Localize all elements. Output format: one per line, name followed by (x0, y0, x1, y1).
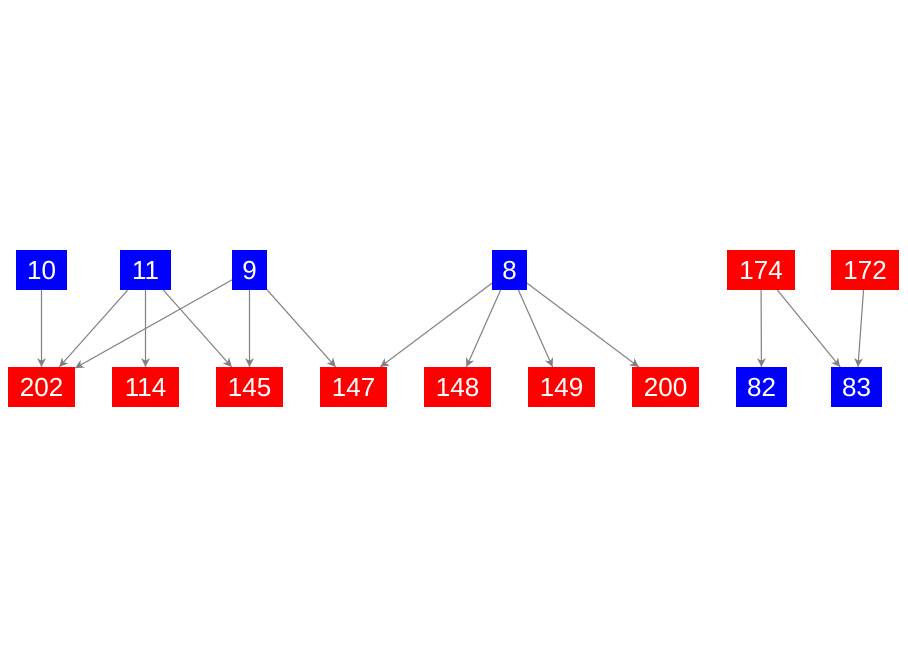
edge-174-83 (776, 289, 841, 368)
edge-11-145 (162, 289, 233, 368)
node-202[interactable]: 202 (8, 367, 75, 407)
node-147[interactable]: 147 (320, 367, 387, 407)
edge-8-147 (379, 282, 493, 368)
edge-8-200 (526, 282, 640, 368)
node-149[interactable]: 149 (528, 367, 595, 407)
edge-8-149 (517, 289, 554, 368)
node-82[interactable]: 82 (736, 367, 787, 407)
edge-172-83 (854, 289, 865, 368)
edge-9-147 (266, 289, 337, 368)
node-145[interactable]: 145 (216, 367, 283, 407)
node-83[interactable]: 83 (831, 367, 882, 407)
node-114[interactable]: 114 (112, 367, 179, 407)
node-10[interactable]: 10 (16, 250, 67, 290)
edge-9-202 (74, 279, 233, 369)
node-9[interactable]: 9 (232, 250, 267, 290)
node-200[interactable]: 200 (632, 367, 699, 407)
node-172[interactable]: 172 (831, 250, 899, 290)
edge-8-148 (465, 289, 502, 368)
node-11[interactable]: 11 (120, 250, 171, 290)
node-174[interactable]: 174 (727, 250, 795, 290)
edge-11-202 (58, 289, 129, 368)
node-148[interactable]: 148 (424, 367, 491, 407)
node-8[interactable]: 8 (492, 250, 527, 290)
